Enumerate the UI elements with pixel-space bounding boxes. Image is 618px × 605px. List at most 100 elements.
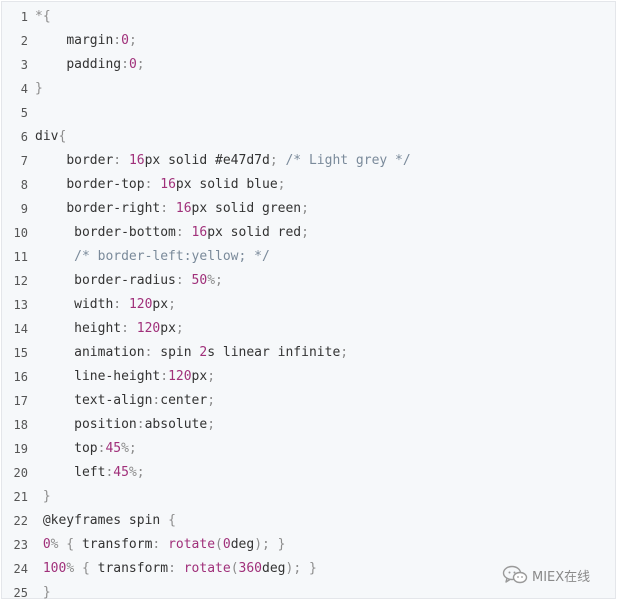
- code-line: 20 left:45%;: [2, 461, 615, 485]
- code-token: 45: [113, 465, 129, 480]
- code-line: 21 }: [2, 485, 615, 509]
- indent: [35, 393, 74, 408]
- code-text: border-right: 16px solid green;: [35, 197, 309, 221]
- code-token: px solid blue: [175, 177, 278, 192]
- code-token: 0: [128, 57, 137, 72]
- code-text: }: [35, 485, 51, 509]
- code-token: 120: [136, 321, 161, 336]
- indent: [35, 417, 74, 432]
- code-token: deg: [230, 537, 255, 552]
- code-token: ;: [301, 225, 309, 240]
- code-token: {: [58, 129, 67, 144]
- code-line: 5: [2, 101, 615, 125]
- indent: [35, 225, 74, 240]
- code-token: 2: [199, 345, 208, 360]
- code-token: 16: [191, 225, 208, 240]
- code-token: :: [152, 393, 161, 408]
- code-text: animation: spin 2s linear infinite;: [35, 341, 348, 365]
- code-token: border-top: [66, 177, 145, 192]
- code-token: :: [175, 273, 192, 288]
- code-line: 9 border-right: 16px solid green;: [2, 197, 615, 221]
- code-line: 2 margin:0;: [2, 29, 615, 53]
- code-token: px: [152, 297, 169, 312]
- code-token: 16: [160, 177, 176, 192]
- line-number: 17: [13, 394, 28, 408]
- code-token: ;: [207, 417, 216, 432]
- code-text: border: 16px solid #e47d7d; /* Light gre…: [35, 149, 410, 173]
- code-token: :: [113, 153, 129, 168]
- indent: [35, 345, 74, 360]
- code-token: @keyframes spin: [42, 513, 169, 528]
- code-token: height: [74, 321, 122, 336]
- code-token: 120: [168, 369, 192, 384]
- code-token: rotate: [183, 561, 231, 576]
- code-token: margin: [66, 33, 114, 48]
- line-number: 8: [20, 178, 28, 192]
- indent: [35, 249, 74, 264]
- code-token: (: [230, 561, 239, 576]
- code-token: :: [175, 225, 192, 240]
- code-token: 50: [191, 273, 208, 288]
- code-token: center: [160, 393, 208, 408]
- code-token: % {: [50, 537, 82, 552]
- line-number: 25: [13, 586, 28, 600]
- code-line: 4}: [2, 77, 615, 101]
- code-line: 23 0% { transform: rotate(0deg); }: [2, 533, 615, 557]
- code-token: rotate: [168, 537, 216, 552]
- indent: [35, 177, 66, 192]
- indent: [35, 513, 43, 528]
- line-number: 5: [20, 106, 28, 120]
- code-line: 10 border-bottom: 16px solid red;: [2, 221, 615, 245]
- code-text: line-height:120px;: [35, 365, 215, 389]
- code-text: padding:0;: [35, 53, 144, 77]
- code-line: 15 animation: spin 2s linear infinite;: [2, 341, 615, 365]
- indent: [35, 153, 66, 168]
- line-number: 6: [20, 130, 28, 144]
- code-token: :: [152, 537, 169, 552]
- code-token: border: [66, 153, 114, 168]
- code-text: border-radius: 50%;: [35, 269, 223, 293]
- code-token: px solid #e47d7d: [144, 153, 270, 168]
- code-text: width: 120px;: [35, 293, 176, 317]
- code-token: *{: [35, 9, 51, 24]
- code-text: top:45%;: [35, 437, 137, 461]
- watermark: MIEX在线: [502, 565, 590, 585]
- code-token: s linear infinite: [207, 345, 341, 360]
- code-line: 11 /* border-left:yellow; */: [2, 245, 615, 269]
- code-token: absolute: [144, 417, 208, 432]
- line-number: 15: [13, 346, 28, 360]
- code-token: :: [113, 33, 122, 48]
- code-token: border-bottom: [74, 225, 176, 240]
- code-token: ;: [207, 393, 216, 408]
- code-token: 360: [238, 561, 263, 576]
- code-token: :: [168, 561, 184, 576]
- code-token: :: [160, 201, 176, 216]
- code-token: 0: [222, 537, 231, 552]
- code-token: 16: [175, 201, 192, 216]
- line-number: 18: [13, 418, 28, 432]
- code-text: border-bottom: 16px solid red;: [35, 221, 309, 245]
- code-token: 100: [42, 561, 67, 576]
- indent: [35, 465, 74, 480]
- line-number: 7: [20, 154, 28, 168]
- code-text: 100% { transform: rotate(360deg); }: [35, 557, 317, 581]
- code-line: 13 width: 120px;: [2, 293, 615, 317]
- code-token: 16: [128, 153, 145, 168]
- code-token: :: [113, 297, 129, 312]
- code-token: px solid red: [207, 225, 302, 240]
- code-text: height: 120px;: [35, 317, 184, 341]
- code-token: :: [121, 57, 129, 72]
- code-token: }: [42, 489, 51, 504]
- code-text: 0% { transform: rotate(0deg); }: [35, 533, 286, 557]
- code-line: 19 top:45%;: [2, 437, 615, 461]
- indent: [35, 321, 74, 336]
- code-token: (: [215, 537, 223, 552]
- code-token: transform: [81, 537, 153, 552]
- code-token: ;: [168, 297, 176, 312]
- code-token: ;: [175, 321, 184, 336]
- code-token: animation: [74, 345, 145, 360]
- code-line: 3 padding:0;: [2, 53, 615, 77]
- indent: [35, 537, 43, 552]
- code-text: margin:0;: [35, 29, 136, 53]
- indent: [35, 57, 66, 72]
